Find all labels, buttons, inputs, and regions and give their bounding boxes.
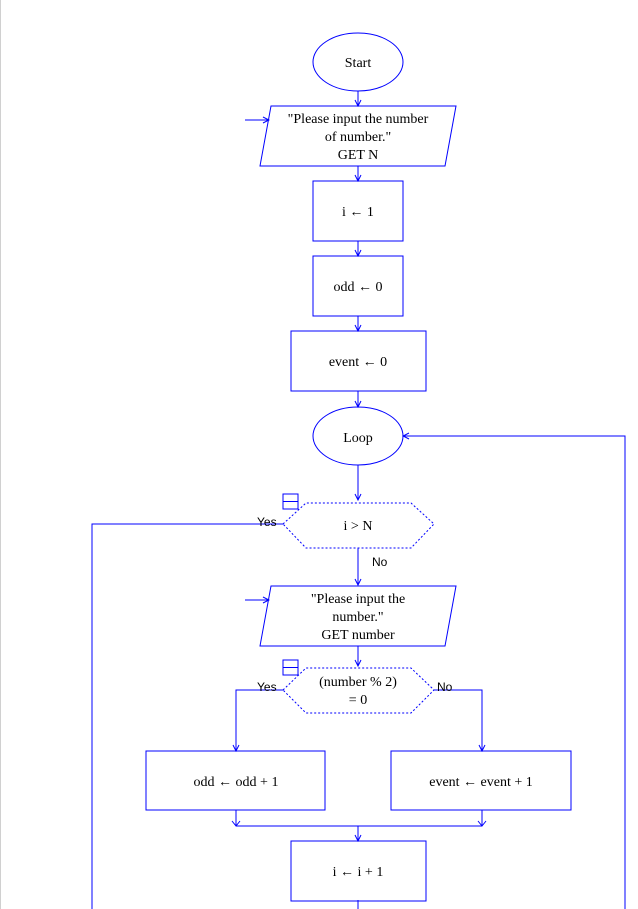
input-n-line-2: of number." (325, 130, 391, 145)
cond-mod-no-line (434, 689, 482, 751)
cond-i-label: i > N (344, 519, 373, 534)
cond-mod-yes-line (236, 689, 283, 751)
i-inc-label: i ← i + 1 (333, 865, 384, 880)
assign-event-label: event ← 0 (329, 355, 387, 370)
cond-mod-yes-label: Yes (257, 680, 277, 694)
cond-i-decision[interactable] (282, 502, 435, 549)
merge-arrow-left (231, 820, 241, 827)
cond-mod-line-1: (number % 2) (319, 675, 397, 690)
cond-i-no-label: No (372, 555, 388, 569)
odd-inc-label: odd ← odd + 1 (194, 775, 279, 790)
cond-i-yes-label: Yes (257, 515, 277, 529)
assign-i-label: i ← 1 (342, 205, 374, 220)
input-n-box[interactable] (259, 105, 457, 167)
cond-mod-line-2: = 0 (349, 693, 367, 708)
input-n-line-3: GET N (338, 148, 379, 163)
start-label: Start (345, 56, 372, 71)
event-inc-box[interactable] (390, 750, 572, 811)
input-number-line-1: "Please input the (311, 592, 405, 607)
loop-back-line (403, 436, 626, 909)
input-number-box[interactable] (259, 585, 457, 647)
cond-i-yes-line (91, 523, 283, 909)
merge-arrow-right (477, 820, 487, 827)
input-number-line-2: number." (332, 610, 383, 625)
assign-odd-label: odd ← 0 (334, 280, 383, 295)
cond-mod-no-label: No (437, 680, 453, 694)
event-inc-label: event ← event + 1 (429, 775, 533, 790)
loop-label: Loop (343, 431, 373, 446)
input-n-line-1: "Please input the number (288, 112, 429, 127)
input-number-line-3: GET number (321, 628, 395, 643)
